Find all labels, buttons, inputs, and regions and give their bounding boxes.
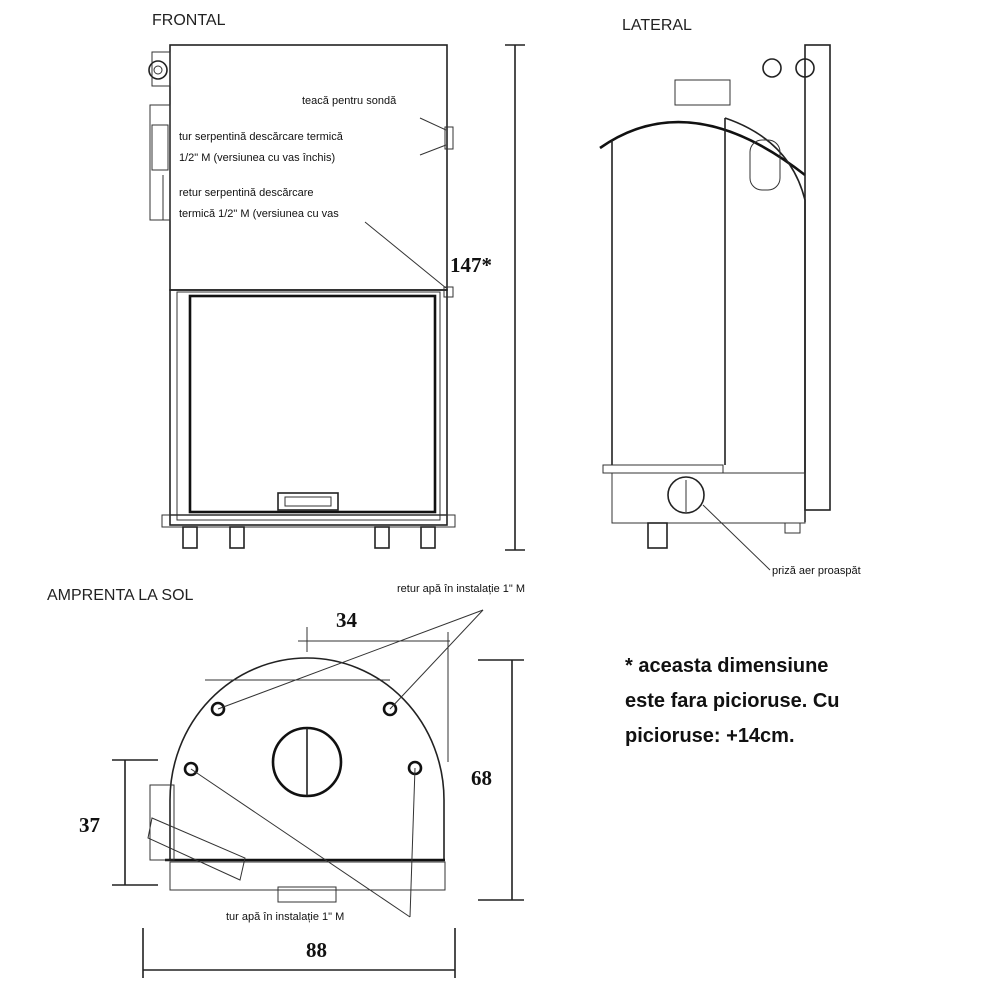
label-water-return: retur apă în instalație 1" M xyxy=(397,583,525,595)
label-coil-supply-line2: 1/2" M (versiunea cu vas închis) xyxy=(179,152,335,164)
note-line-2: este fara picioruse. Cu xyxy=(625,690,840,712)
dimension-37: 37 xyxy=(79,813,100,837)
dimension-height: 147* xyxy=(450,253,492,277)
label-coil-supply-line1: tur serpentină descărcare termică xyxy=(179,131,344,143)
label-coil-return-line1: retur serpentină descărcare xyxy=(179,187,314,199)
label-sensor-sleeve: teacă pentru sondă xyxy=(302,95,397,107)
dimension-68: 68 xyxy=(471,766,492,790)
dimension-88: 88 xyxy=(306,938,327,962)
view-title-lateral: LATERAL xyxy=(622,17,692,34)
label-coil-return-line2: termică 1/2" M (versiunea cu vas xyxy=(179,208,339,220)
view-title-footprint: AMPRENTA LA SOL xyxy=(47,587,194,604)
frontal-view: teacă pentru sondă tur serpentină descăr… xyxy=(148,44,525,551)
view-title-frontal: FRONTAL xyxy=(152,12,226,29)
note-line-1: * aceasta dimensiune xyxy=(625,655,828,677)
note-line-3: picioruse: +14cm. xyxy=(625,725,795,747)
label-water-supply: tur apă în instalație 1" M xyxy=(226,911,344,923)
lateral-view: priză aer proaspăt xyxy=(599,44,861,577)
label-fresh-air-intake: priză aer proaspăt xyxy=(772,565,861,577)
footprint-view: retur apă în instalație 1" M tur apă în … xyxy=(79,583,525,978)
dimension-34: 34 xyxy=(336,608,358,632)
